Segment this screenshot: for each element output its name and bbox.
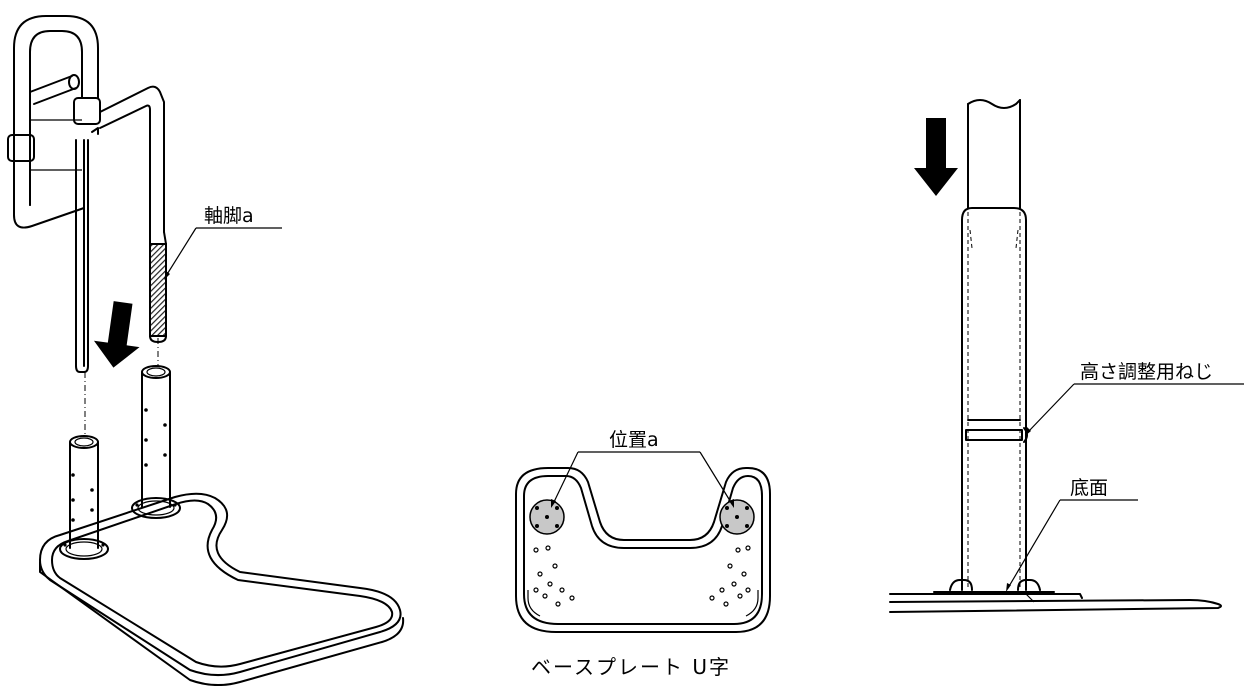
down-arrow-icon [93,301,140,368]
handrail-frame [7,15,167,373]
label-bottom: 底面 [1006,477,1138,592]
height-screw-label: 高さ調整用ねじ [1080,361,1213,383]
label-height-screw: 高さ調整用ねじ [1025,361,1244,436]
section-view [889,99,1222,613]
shaft-leg-label: 軸脚a [204,205,254,227]
position-label: 位置a [609,429,659,451]
position-mark-right [719,499,755,535]
post-front [59,435,109,560]
position-mark-left [529,499,565,535]
screw-holes [533,545,751,607]
label-shaft-leg: 軸脚a [164,205,282,280]
down-arrow-icon [914,118,958,196]
base-plate-caption: ベースプレート U字 [531,655,731,679]
label-position: 位置a [551,429,734,508]
base-plate-iso [39,492,405,686]
base-plate-top-view [515,467,771,633]
handrail-assembly-illustration [7,15,405,686]
bottom-label: 底面 [1070,477,1108,499]
post-back [131,365,181,519]
